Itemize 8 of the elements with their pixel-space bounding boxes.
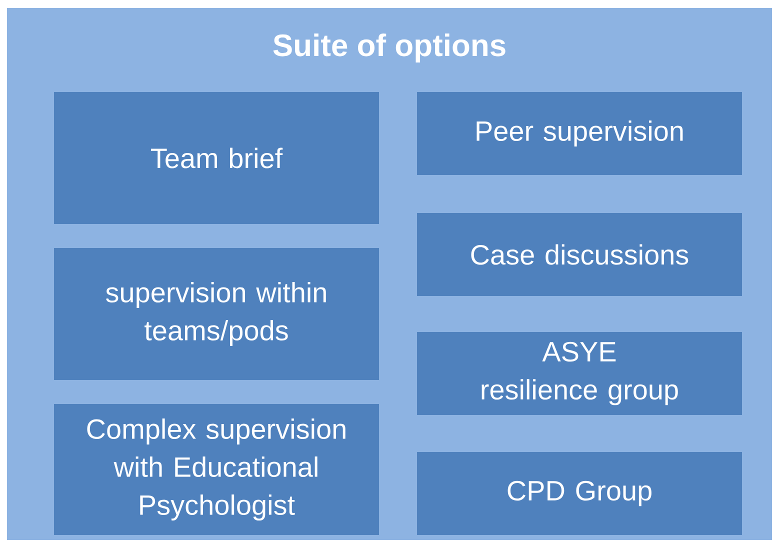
option-box: CPD Group — [417, 452, 742, 535]
option-box: Peer supervision — [417, 92, 742, 175]
option-box: Case discussions — [417, 213, 742, 296]
option-box: Team brief — [54, 92, 379, 224]
panel-title: Suite of options — [273, 34, 506, 62]
option-box: supervision within teams/pods — [54, 248, 379, 380]
option-box: ASYE resilience group — [417, 332, 742, 415]
option-box: Complex supervision with Educational Psychologist — [54, 404, 379, 535]
